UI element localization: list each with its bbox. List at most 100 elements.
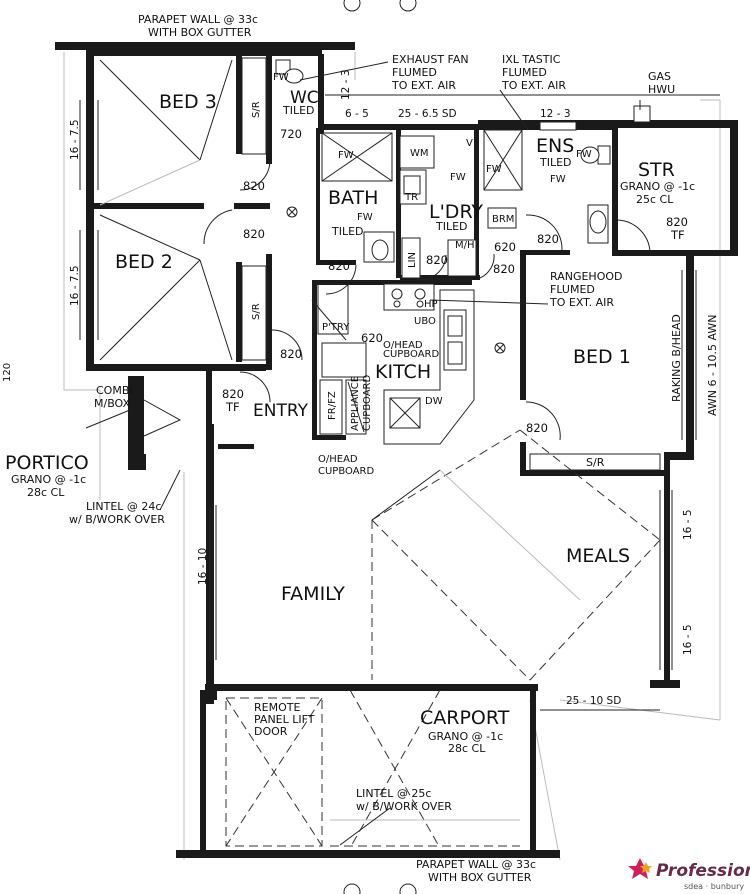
- v-label: V: [466, 138, 473, 149]
- raking-bhead: RAKING B/HEAD: [670, 314, 683, 402]
- star-logo-icon: [628, 858, 652, 879]
- fw-wc: FW: [273, 72, 289, 83]
- door-820-str-1: 820: [666, 215, 688, 229]
- parapet-bottom-1: PARAPET WALL @ 33c: [416, 858, 536, 871]
- exhaust-1: EXHAUST FAN: [392, 53, 469, 66]
- fw-ens-2: FW: [550, 174, 566, 185]
- lintel-portico-2: w/ B/WORK OVER: [69, 513, 165, 526]
- ohead-kitch-1: O/HEAD: [383, 340, 423, 351]
- parapet-top-1: PARAPET WALL @ 33c: [138, 13, 258, 26]
- lintel-portico-1: LINTEL @ 24c: [86, 500, 161, 513]
- room-carport: CARPORT: [420, 707, 510, 729]
- door-820-tf-1: 820: [222, 387, 244, 401]
- fw-ldry: FW: [450, 172, 466, 183]
- fixtures: [241, 57, 661, 471]
- logo-name: Professionals: [656, 861, 750, 881]
- room-bed1: BED 1: [573, 346, 631, 368]
- exhaust-2: FLUMED: [392, 66, 437, 79]
- door-620-ptry: 620: [361, 331, 383, 345]
- carport-note-2: 28c CL: [448, 742, 486, 755]
- tr-label: TR: [404, 192, 418, 203]
- remote-1: REMOTE: [254, 701, 300, 714]
- dim-16-10: 16 - 10: [197, 548, 209, 585]
- room-bed3: BED 3: [159, 91, 217, 113]
- door-820-ldry: 820: [426, 253, 448, 267]
- rangehood-1: RANGEHOOD: [550, 270, 622, 283]
- portico-note-2: 28c CL: [27, 486, 65, 499]
- room-portico: PORTICO: [5, 452, 89, 474]
- room-kitch: KITCH: [375, 361, 431, 383]
- room-bath: BATH: [328, 187, 378, 209]
- door-820-ldry2: 820: [493, 262, 515, 276]
- door-820-str-2: TF: [670, 228, 685, 242]
- door-820-bed3: 820: [243, 179, 265, 193]
- portico-note-1: GRANO @ -1c: [11, 473, 86, 486]
- dim-16-75-top: 16 - 7.5: [69, 119, 81, 160]
- sr-bed1: S/R: [586, 456, 605, 469]
- dim-25-10: 25 - 10 SD: [566, 695, 621, 707]
- ixl-3: TO EXT. AIR: [501, 79, 566, 92]
- carport-door: [225, 697, 520, 847]
- ohead-kitch-2: CUPBOARD: [383, 349, 440, 360]
- door-620-ldry: 620: [494, 240, 516, 254]
- sr-bed3: S/R: [251, 101, 262, 118]
- lintel-carport-2: w/ B/WORK OVER: [356, 800, 452, 813]
- dw-label: DW: [425, 396, 443, 407]
- rangehood-2: FLUMED: [550, 283, 595, 296]
- fw-ens-wc: FW: [576, 149, 592, 160]
- room-str: STR: [638, 159, 675, 181]
- wm-label: WM: [410, 148, 429, 159]
- door-820-bed1: 820: [526, 421, 548, 435]
- door-820-hall: 820: [280, 347, 302, 361]
- room-labels: BED 3 BED 2 BED 1 WC TILED BATH TILED L'…: [5, 88, 695, 755]
- ohead-2: CUPBOARD: [318, 466, 375, 477]
- left-120: 120: [2, 363, 13, 382]
- awn-note: AWN 6 - 10.5 AWN: [706, 314, 719, 416]
- ixl-1: IXL TASTIC: [502, 53, 561, 66]
- str-note-2: 25c CL: [636, 193, 674, 206]
- exhaust-3: TO EXT. AIR: [391, 79, 456, 92]
- windows: [79, 100, 697, 670]
- room-wc: WC: [290, 88, 319, 108]
- door-720: 720: [280, 127, 302, 141]
- fixture-labels: FW FW FW WM TR FW FW FW FW LIN BRM M/H H…: [251, 72, 605, 469]
- mh-label: M/H: [455, 240, 475, 251]
- north-arrow-marks: [343, 0, 417, 894]
- ixl-2: FLUMED: [502, 66, 547, 79]
- room-bed2: BED 2: [115, 251, 173, 273]
- ubo-label: UBO: [414, 316, 436, 327]
- room-meals: MEALS: [566, 545, 630, 567]
- dim-16-75-mid: 16 - 7.5: [69, 265, 81, 306]
- sr-bed2: S/R: [251, 303, 262, 320]
- ldry-tiled: TILED: [435, 220, 468, 233]
- remote-3: DOOR: [254, 725, 288, 738]
- brm-label: BRM: [492, 214, 514, 225]
- wc-tiled: TILED: [282, 104, 315, 117]
- walls: [55, 42, 738, 858]
- lin-label: LIN: [407, 252, 418, 268]
- parapet-top-2: WITH BOX GUTTER: [148, 26, 252, 39]
- ceiling-lines: [99, 59, 661, 849]
- room-ens: ENS: [536, 135, 574, 157]
- room-ldry: L'DRY: [429, 201, 483, 223]
- dimension-labels: 16 - 7.5 16 - 7.5 12 - 3 6 - 5 25 - 6.5 …: [69, 69, 694, 707]
- dim-6-5: 6 - 5: [345, 108, 369, 120]
- ens-tiled: TILED: [539, 156, 572, 169]
- door-820-tf-2: TF: [225, 400, 240, 414]
- annotations: PARAPET WALL @ 33c WITH BOX GUTTER PARAP…: [2, 13, 719, 884]
- door-820-bed2: 820: [243, 227, 265, 241]
- str-note-1: GRANO @ -1c: [620, 180, 695, 193]
- lintel-carport-1: LINTEL @ 25c: [356, 787, 431, 800]
- door-swings: [143, 159, 651, 441]
- dim-25-65: 25 - 6.5 SD: [398, 108, 457, 120]
- room-ptry: P'TRY: [322, 322, 350, 333]
- fw-bath: FW: [338, 150, 354, 161]
- parapet-bottom-2: WITH BOX GUTTER: [428, 871, 532, 884]
- gas-1: GAS: [648, 70, 671, 83]
- fw-bath-2: FW: [357, 212, 373, 223]
- appliance-1: APPLIANCE: [350, 376, 361, 431]
- dim-16-5-a: 16 - 5: [682, 509, 694, 540]
- dim-12-3-left: 12 - 3: [340, 69, 352, 100]
- hp-label: HP: [424, 299, 438, 310]
